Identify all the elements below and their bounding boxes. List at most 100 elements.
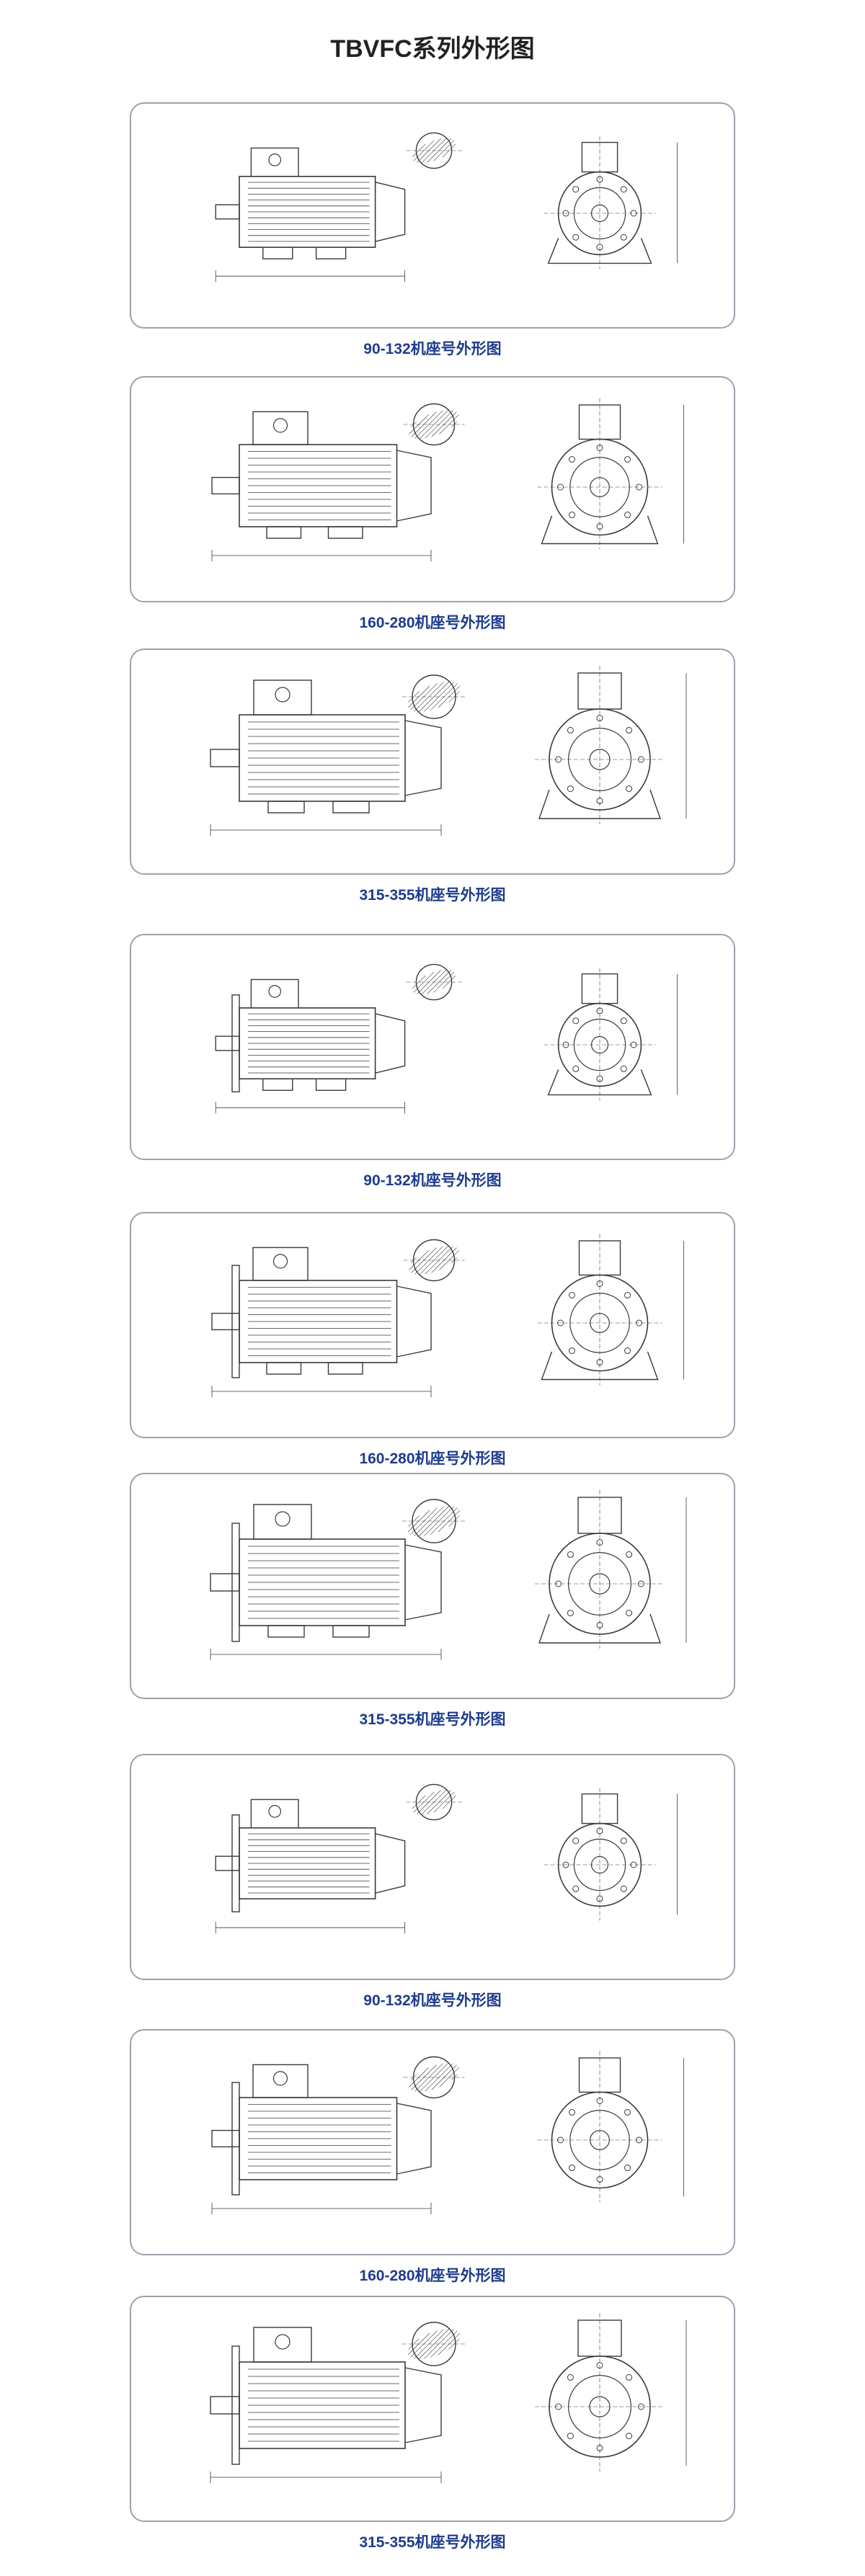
fan-cover bbox=[396, 450, 432, 522]
bolt-hole bbox=[620, 186, 627, 193]
terminal-box bbox=[252, 411, 309, 445]
shaft bbox=[211, 1312, 240, 1331]
drawing-card bbox=[130, 1754, 735, 1980]
bolt-hole bbox=[567, 785, 574, 793]
shaft-section-view bbox=[403, 403, 465, 446]
page-title: TBVFC系列外形图 bbox=[330, 35, 535, 63]
motor-end-view bbox=[535, 666, 687, 824]
section-hatch bbox=[433, 971, 455, 993]
mounting-foot bbox=[332, 1625, 370, 1638]
bolt-hole bbox=[568, 455, 575, 463]
cable-gland bbox=[275, 687, 290, 703]
motor-side-view bbox=[211, 1247, 432, 1397]
terminal-box bbox=[578, 2057, 621, 2093]
drawing-caption: 160-280机座号外形图 bbox=[359, 615, 506, 631]
bolt-hole bbox=[567, 2433, 574, 2440]
bolt-hole bbox=[637, 756, 644, 763]
mounting-foot bbox=[266, 1362, 302, 1375]
mounting-flange bbox=[231, 1523, 240, 1642]
terminal-box bbox=[253, 2327, 312, 2363]
drawing-caption: 90-132机座号外形图 bbox=[363, 1992, 502, 2009]
terminal-box bbox=[253, 1504, 312, 1540]
mounting-flange bbox=[231, 2082, 240, 2196]
mounting-foot bbox=[327, 1362, 363, 1375]
cable-gland bbox=[275, 1511, 290, 1527]
bolt-hole bbox=[620, 1017, 627, 1025]
section-hatch bbox=[413, 1791, 435, 1813]
outline-drawing bbox=[215, 1783, 678, 1934]
bolt-hole bbox=[572, 186, 580, 193]
bolt-hole bbox=[567, 726, 574, 734]
motor-end-view bbox=[537, 398, 684, 550]
bolt-hole bbox=[568, 512, 575, 519]
outline-drawing bbox=[210, 2313, 687, 2483]
bolt-hole bbox=[562, 210, 569, 217]
mounting-foot bbox=[267, 1625, 305, 1638]
bolt-hole bbox=[572, 1065, 580, 1072]
bolt-hole bbox=[568, 2165, 575, 2172]
base-feet bbox=[547, 1069, 652, 1096]
mounting-foot bbox=[327, 526, 363, 539]
drawing-card bbox=[130, 2296, 735, 2522]
base-feet bbox=[538, 1613, 661, 1644]
section-hatch bbox=[433, 1791, 455, 1813]
terminal-box bbox=[250, 147, 299, 177]
motor-end-view bbox=[544, 1788, 678, 1921]
mounting-foot bbox=[266, 526, 302, 539]
motor-side-view bbox=[215, 147, 406, 282]
motor-side-view bbox=[211, 2064, 432, 2214]
bolt-hole bbox=[624, 2108, 631, 2116]
section-hatch bbox=[414, 410, 443, 439]
terminal-box bbox=[581, 1793, 618, 1824]
shaft-section-view bbox=[406, 963, 462, 1001]
section-hatch bbox=[412, 975, 426, 989]
section-hatch bbox=[418, 681, 450, 713]
shaft-section-view bbox=[402, 2322, 466, 2366]
bolt-hole bbox=[624, 512, 631, 519]
cable-gland bbox=[272, 418, 288, 433]
section-hatch bbox=[412, 1795, 426, 1809]
fan-cover bbox=[396, 1285, 432, 1358]
drawing-caption: 90-132机座号外形图 bbox=[363, 341, 502, 357]
section-hatch bbox=[408, 1515, 420, 1527]
outline-drawing bbox=[211, 1234, 684, 1397]
shaft bbox=[215, 204, 240, 220]
mounting-foot bbox=[315, 1078, 347, 1091]
mounting-foot bbox=[262, 1078, 293, 1091]
cable-gland bbox=[272, 2071, 288, 2086]
section-hatch bbox=[418, 1505, 450, 1537]
drawing-card bbox=[130, 1212, 735, 1438]
shaft-section-view bbox=[406, 132, 462, 169]
mounting-flange bbox=[231, 1265, 240, 1378]
base-feet bbox=[538, 789, 661, 819]
bolt-hole bbox=[626, 2433, 633, 2440]
outline-drawing bbox=[210, 666, 687, 836]
motor-side-view bbox=[210, 2327, 442, 2483]
outline-drawing bbox=[210, 1490, 687, 1660]
outline-drawing bbox=[211, 2051, 684, 2214]
terminal-box bbox=[252, 1247, 309, 1281]
mounting-flange bbox=[231, 1814, 240, 1912]
drawing-card bbox=[130, 649, 735, 875]
motor-side-view bbox=[210, 1504, 442, 1660]
drawing-caption: 315-355机座号外形图 bbox=[359, 2534, 506, 2551]
motor-end-view bbox=[544, 136, 678, 269]
bolt-hole bbox=[637, 2403, 644, 2410]
section-hatch bbox=[419, 409, 449, 440]
section-hatch bbox=[433, 140, 455, 161]
drawing-card bbox=[130, 102, 735, 329]
section-hatch bbox=[451, 2074, 457, 2080]
bolt-hole bbox=[626, 1551, 633, 1558]
shaft bbox=[210, 749, 240, 767]
motor-end-view bbox=[535, 2313, 687, 2472]
drawing-caption: 160-280机座号外形图 bbox=[359, 1450, 506, 1467]
bolt-hole bbox=[626, 785, 633, 793]
base-feet bbox=[541, 1351, 659, 1381]
terminal-box bbox=[252, 2064, 309, 2098]
cable-gland bbox=[268, 153, 281, 166]
bolt-hole bbox=[568, 1291, 575, 1298]
section-hatch bbox=[418, 2328, 450, 2360]
motor-side-view bbox=[215, 1799, 406, 1934]
shaft-section-view bbox=[406, 1783, 462, 1821]
terminal-box bbox=[577, 1497, 622, 1534]
